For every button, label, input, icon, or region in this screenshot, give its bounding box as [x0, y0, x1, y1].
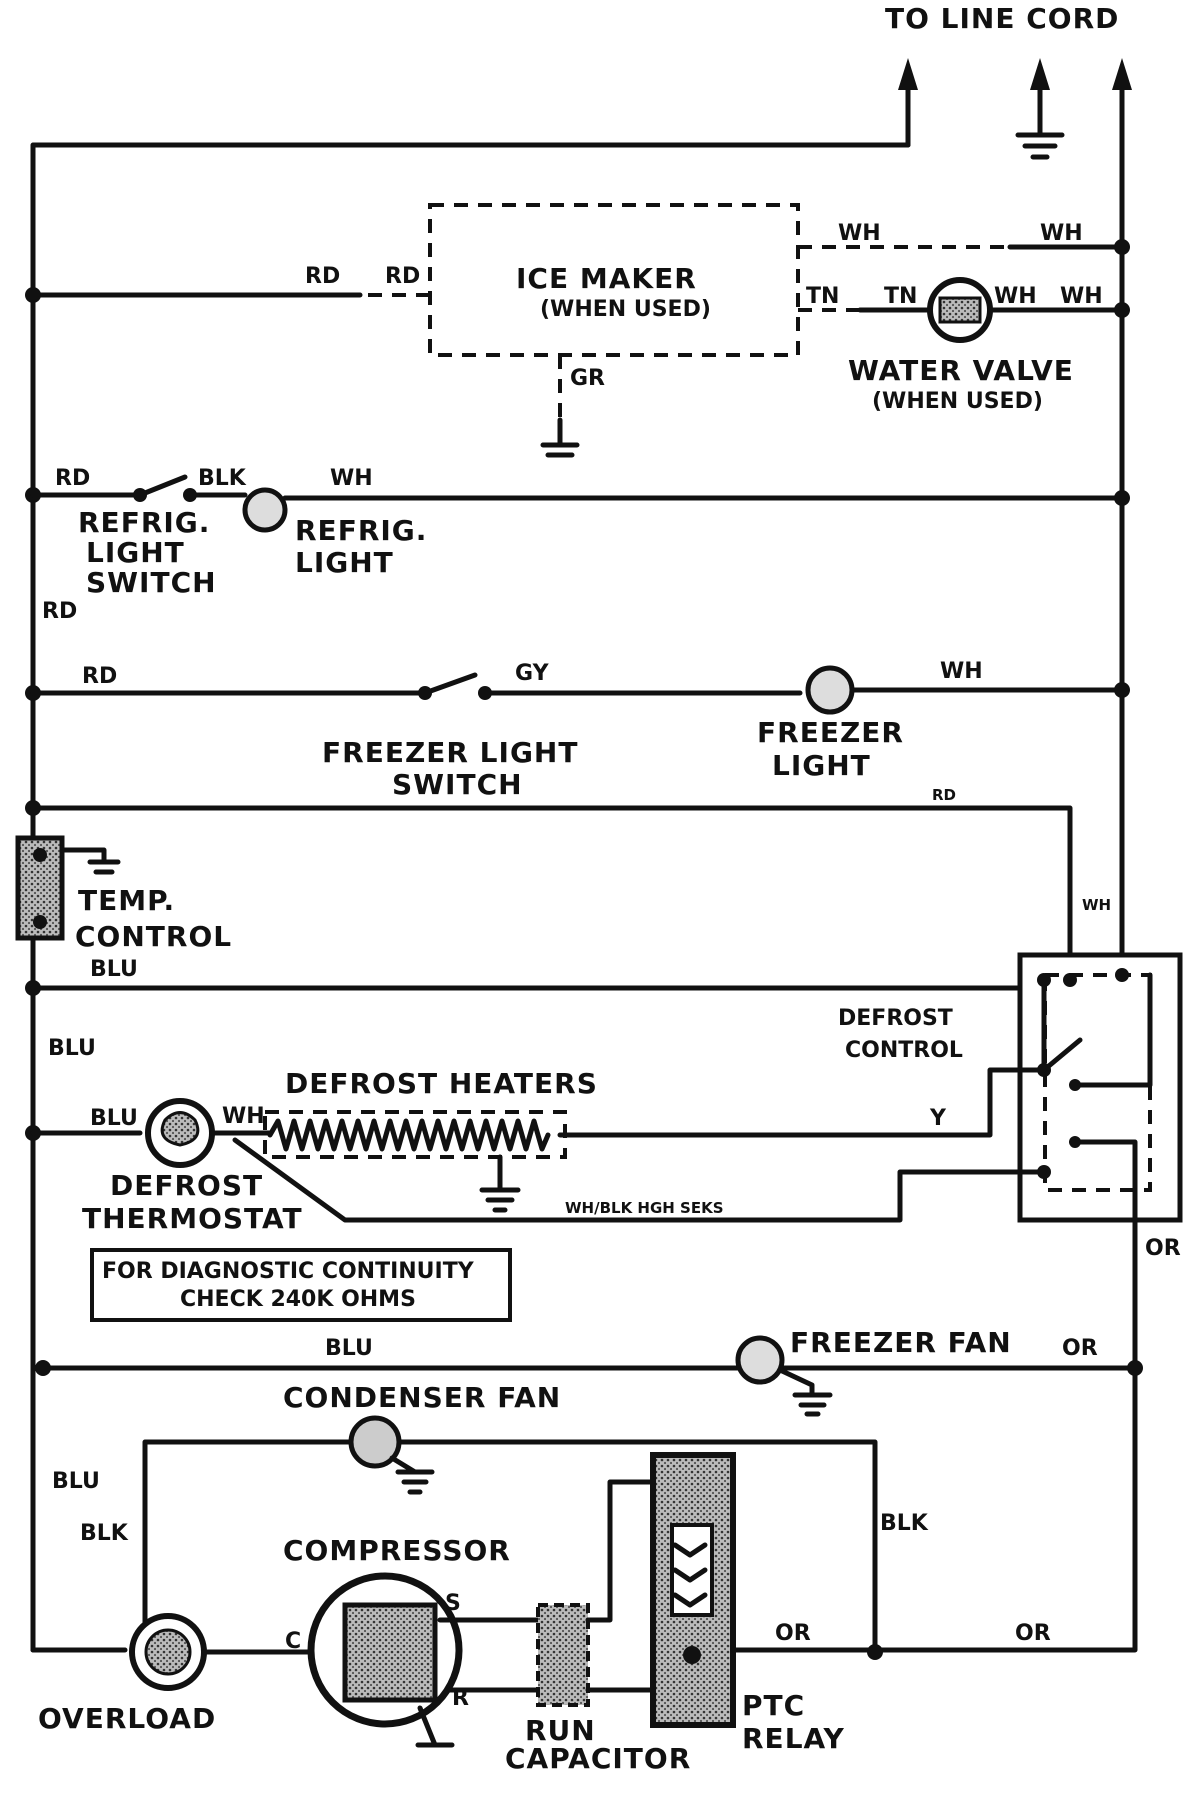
defrost-control-label: DEFROST — [838, 1006, 953, 1031]
ice-maker-section: ICE MAKER (WHEN USED) RD RD GR WH WH TN … — [25, 203, 1130, 458]
defrost-control-label: CONTROL — [845, 1038, 963, 1063]
freezer-fan-label: FREEZER FAN — [790, 1326, 1012, 1359]
run-capacitor-icon — [536, 1603, 590, 1707]
wire-label-tn: TN — [806, 284, 839, 309]
terminal-s-label: S — [445, 1591, 461, 1616]
wire-label-or: OR — [775, 1621, 811, 1646]
diagnostic-note-text: FOR DIAGNOSTIC CONTINUITY — [102, 1259, 475, 1284]
freezer-light-label: LIGHT — [772, 749, 871, 782]
wire-label-blu: BLU — [48, 1036, 96, 1061]
condenser-fan-motor-icon — [348, 1415, 402, 1469]
wire-label-wh-blk-stripe: WH/BLK HGH SEKS — [565, 1199, 724, 1217]
wire-label-wh: WH — [1040, 221, 1083, 246]
temp-control: RD TEMP. CONTROL WH — [15, 786, 1111, 978]
wire-label-wh: WH — [838, 221, 881, 246]
temp-control-label: CONTROL — [75, 920, 232, 953]
wire-label-rd: RD — [42, 599, 77, 624]
defrost-circuit: BLU BLU DEFROST HEATERS BLU WH Y WH/BLK … — [25, 957, 1047, 1322]
freezer-light-bulb-icon — [805, 665, 855, 715]
wire-label-gy: GY — [515, 661, 550, 686]
refrig-light-switch-label: SWITCH — [86, 566, 217, 599]
water-valve-label: WATER VALVE — [848, 354, 1074, 387]
wire-label-tn: TN — [884, 284, 917, 309]
water-valve-sub-label: (WHEN USED) — [872, 389, 1043, 414]
overload-label: OVERLOAD — [38, 1702, 216, 1735]
wire-label-rd: RD — [55, 466, 90, 491]
ground-icon — [415, 1705, 455, 1748]
temp-control-label: TEMP. — [78, 884, 175, 917]
wire-label-wh: WH — [1060, 284, 1103, 309]
refrig-light-switch-label: REFRIG. — [78, 506, 210, 539]
wire-label-or: OR — [1062, 1336, 1098, 1361]
ptc-relay-label: PTC — [742, 1689, 805, 1722]
wire-label-blk: BLK — [880, 1511, 929, 1536]
compressor-circuit: CONDENSER FAN BLU BLK BLK COMPRESSOR OVE… — [30, 1381, 1051, 1775]
wire-label-rd: RD — [385, 264, 420, 289]
compressor-label: COMPRESSOR — [283, 1534, 511, 1567]
arrow-up-icon — [1030, 58, 1050, 90]
refrig-light-label: REFRIG. — [295, 514, 427, 547]
run-capacitor-label: CAPACITOR — [505, 1742, 691, 1775]
ground-icon — [389, 1455, 435, 1495]
wire-label-rd: RD — [82, 664, 117, 689]
ground-icon — [777, 1367, 833, 1417]
ground-icon — [540, 417, 580, 458]
ice-maker-label: ICE MAKER — [516, 262, 697, 295]
wire-label-wh: WH — [994, 284, 1037, 309]
condenser-fan-label: CONDENSER FAN — [283, 1381, 561, 1414]
terminal-c-label: C — [285, 1629, 301, 1654]
freezer-light-switch-label: SWITCH — [392, 768, 523, 801]
refrig-light-label: LIGHT — [295, 546, 394, 579]
arrow-up-icon — [898, 58, 918, 90]
ground-icon — [59, 847, 121, 875]
wire-label-wh: WH — [940, 659, 983, 684]
wire-label-blk: BLK — [198, 466, 247, 491]
wire-label-or: OR — [1145, 1236, 1181, 1261]
left-rail — [30, 142, 911, 1653]
refrig-light-circuit: RD BLK WH REFRIG. LIGHT SWITCH REFRIG. L… — [25, 466, 1130, 624]
freezer-light-label: FREEZER — [757, 716, 904, 749]
ice-maker-box — [428, 203, 800, 357]
wire-label-blu: BLU — [52, 1469, 100, 1494]
wire-label-blu: BLU — [90, 957, 138, 982]
wire-label-or: OR — [1015, 1621, 1051, 1646]
freezer-fan-motor-icon — [735, 1335, 785, 1385]
heater-coil-icon — [267, 1118, 551, 1152]
run-capacitor-label: RUN — [525, 1714, 596, 1747]
defrost-thermostat-label: THERMOSTAT — [82, 1202, 303, 1235]
ground-icon — [479, 1154, 521, 1213]
ptc-relay-label: RELAY — [742, 1722, 845, 1755]
diagnostic-note-text: CHECK 240K OHMS — [180, 1287, 416, 1312]
freezer-light-switch-label: FREEZER LIGHT — [322, 736, 578, 769]
diagnostic-note-box — [90, 1248, 512, 1322]
wire-label-rd: RD — [932, 786, 956, 804]
wire-label-wh: WH — [330, 466, 373, 491]
refrig-light-bulb-icon — [242, 487, 288, 533]
line-cord: TO LINE CORD — [885, 2, 1132, 160]
freezer-fan-circuit: BLU FREEZER FAN OR — [30, 1326, 1143, 1417]
freezer-light-circuit: RD GY WH FREEZER LIGHT SWITCH FREEZER LI… — [25, 659, 1130, 801]
or-rail — [867, 1187, 1138, 1653]
wire-label-rd: RD — [305, 264, 340, 289]
to-line-cord-label: TO LINE CORD — [885, 2, 1119, 35]
wire-label-wh: WH — [222, 1104, 265, 1129]
ice-maker-sub-label: (WHEN USED) — [540, 297, 711, 322]
defrost-heaters-label: DEFROST HEATERS — [285, 1067, 598, 1100]
wire-label-blu: BLU — [325, 1336, 373, 1361]
wire-label-y: Y — [929, 1106, 947, 1131]
compressor-motor-icon — [342, 1602, 438, 1703]
defrost-control: DEFROST CONTROL OR — [838, 952, 1183, 1261]
refrig-light-switch-label: LIGHT — [86, 536, 185, 569]
wire-label-blu: BLU — [90, 1106, 138, 1131]
ground-icon — [1015, 117, 1065, 160]
wire-label-wh: WH — [1082, 896, 1111, 914]
defrost-thermostat-label: DEFROST — [110, 1169, 263, 1202]
wire-label-gr: GR — [570, 366, 605, 391]
wire-label-blk: BLK — [80, 1521, 129, 1546]
